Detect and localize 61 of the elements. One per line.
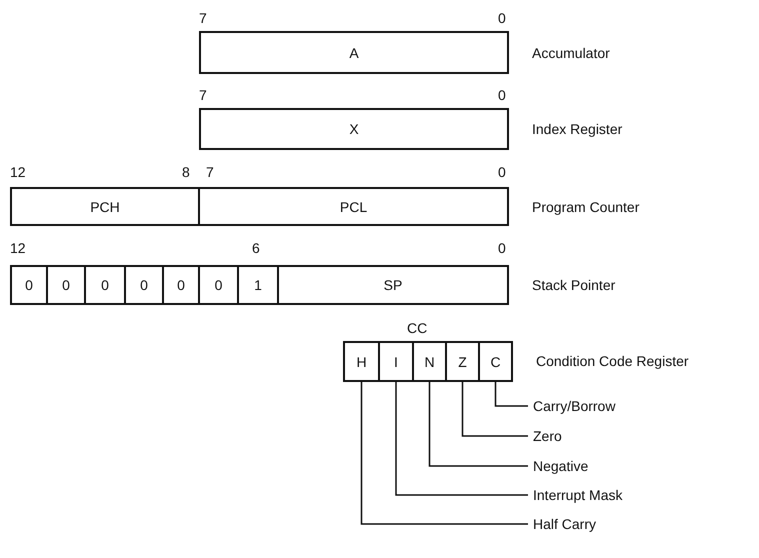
field-label: Z xyxy=(458,354,467,370)
register-tag: CC xyxy=(407,320,428,336)
field-label: PCH xyxy=(90,198,120,214)
register-field xyxy=(10,187,200,226)
bit-number: 7 xyxy=(199,87,207,103)
field-label: 1 xyxy=(254,277,262,293)
register-field xyxy=(198,265,239,305)
field-label: N xyxy=(424,354,435,370)
field-label: A xyxy=(349,44,359,60)
field-label: I xyxy=(394,354,398,370)
field-label: PCL xyxy=(340,198,368,214)
bit-number: 12 xyxy=(10,164,26,180)
field-label: 0 xyxy=(140,277,148,293)
bit-number: 0 xyxy=(498,240,506,256)
bit-number: 8 xyxy=(182,164,190,180)
register-name: Stack Pointer xyxy=(532,277,616,293)
field-label: X xyxy=(349,121,359,137)
register-name: Accumulator xyxy=(532,45,610,61)
field-label: 0 xyxy=(25,277,33,293)
leader-line xyxy=(360,382,528,525)
bit-number: 6 xyxy=(252,240,260,256)
field-label: SP xyxy=(384,277,402,293)
field-label: C xyxy=(490,354,501,370)
bit-number: 12 xyxy=(10,240,26,256)
field-label: 0 xyxy=(62,277,70,293)
leader-line xyxy=(395,382,528,496)
leader-line xyxy=(494,382,528,407)
register-field xyxy=(198,187,509,226)
register-name: Condition Code Register xyxy=(536,353,689,369)
register-field xyxy=(10,265,48,305)
register-field xyxy=(277,265,509,305)
field-label: 0 xyxy=(101,277,109,293)
leader-line xyxy=(462,382,528,437)
register-field xyxy=(124,265,164,305)
bit-number: 0 xyxy=(498,10,506,26)
register-field xyxy=(478,341,513,382)
register-field xyxy=(199,31,509,74)
register-field xyxy=(46,265,86,305)
register-name: Index Register xyxy=(532,121,622,137)
bit-number: 0 xyxy=(498,164,506,180)
register-field xyxy=(237,265,279,305)
leader-line xyxy=(428,382,528,467)
bit-number: 7 xyxy=(199,10,207,26)
register-field xyxy=(199,108,509,150)
register-field xyxy=(412,341,447,382)
register-field xyxy=(343,341,380,382)
register-field xyxy=(378,341,414,382)
field-label: H xyxy=(356,354,367,370)
flag-name: Half Carry xyxy=(533,515,643,533)
register-field xyxy=(162,265,200,305)
field-label: 0 xyxy=(177,277,185,293)
bit-number: 7 xyxy=(206,164,214,180)
register-field xyxy=(84,265,126,305)
flag-name: Negative xyxy=(533,457,623,475)
register-name: Program Counter xyxy=(532,199,640,215)
flag-name: Carry/Borrow xyxy=(533,397,663,415)
register-field xyxy=(445,341,480,382)
flag-name: Zero xyxy=(533,427,613,445)
field-label: 0 xyxy=(214,277,222,293)
flag-name: Interrupt Mask xyxy=(533,486,663,504)
bit-number: 0 xyxy=(498,87,506,103)
